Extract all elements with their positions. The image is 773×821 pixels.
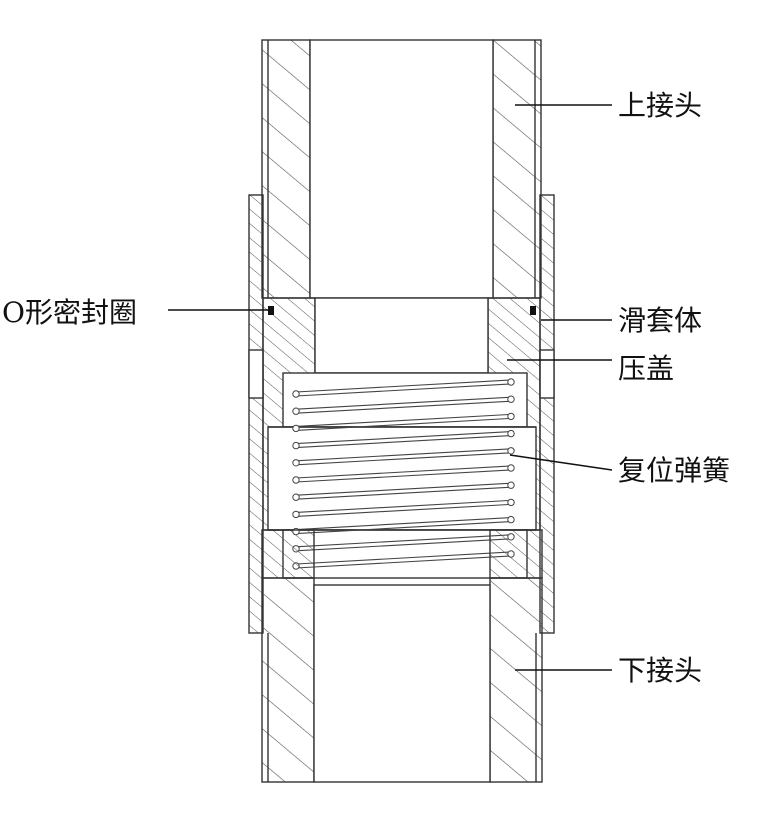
- lower-joint: [261, 529, 543, 783]
- spring-wire-section: [507, 412, 515, 421]
- spring-coil-front: [295, 517, 512, 531]
- spring-coil-back: [295, 400, 512, 414]
- spring-coil-front: [295, 413, 512, 427]
- spring-wire-section: [507, 378, 515, 386]
- spring-wire-section: [292, 407, 300, 415]
- spring-wire-section: [507, 447, 515, 455]
- label-lower-joint: 下接头: [618, 654, 702, 687]
- spring-coil-back: [295, 452, 512, 466]
- spring-wire-section: [292, 459, 300, 467]
- spring-coil-back: [295, 503, 512, 517]
- spring-wire-section: [292, 441, 300, 450]
- spring-coil-back: [295, 555, 512, 569]
- spring-coil-front: [295, 551, 512, 565]
- spring-coil-back: [295, 383, 512, 397]
- label-sliding-sleeve: 滑套体: [618, 304, 702, 337]
- leader-lines: [168, 104, 613, 671]
- spring-wire-section: [292, 390, 300, 398]
- spring-wire-section: [507, 515, 515, 524]
- label-upper-joint: 上接头: [618, 89, 702, 122]
- leader-return-spring: [509, 454, 613, 471]
- spring-coil-front: [295, 431, 512, 445]
- spring-wire-section: [507, 498, 515, 507]
- spring-coil-back: [295, 469, 512, 483]
- spring-coil-back: [295, 417, 512, 431]
- spring-wire-section: [507, 429, 515, 438]
- spring-coil-front: [295, 465, 512, 479]
- spring-coil-back: [295, 538, 512, 552]
- o-ring-seals: [268, 306, 536, 315]
- spring-coil-front: [295, 448, 512, 462]
- return-spring: [267, 372, 537, 579]
- spring-wire-section: [507, 481, 515, 489]
- spring-wire-section: [292, 424, 300, 433]
- sliding-sleeve: [248, 194, 555, 634]
- spring-wire-section: [292, 493, 300, 501]
- spring-coil-front: [295, 379, 512, 393]
- spring-coil-front: [295, 499, 512, 513]
- label-pressure-cap: 压盖: [618, 352, 674, 385]
- spring-wire-section: [507, 464, 515, 472]
- spring-wire-section: [507, 395, 515, 403]
- spring-coil-front: [295, 534, 512, 548]
- upper-joint: [261, 39, 542, 299]
- spring-coil-back: [295, 486, 512, 500]
- spring-coil-front: [295, 396, 512, 410]
- label-return-spring: 复位弹簧: [618, 454, 730, 487]
- label-o-ring: O形密封圈: [2, 296, 137, 329]
- spring-wire-section: [292, 476, 300, 484]
- spring-coil-back: [295, 521, 512, 535]
- spring-coil-front: [295, 482, 512, 496]
- spring-wire-section: [292, 510, 300, 519]
- part-labels: 上接头 滑套体 压盖 复位弹簧 下接头 O形密封圈: [2, 89, 730, 687]
- spring-coil-back: [295, 435, 512, 449]
